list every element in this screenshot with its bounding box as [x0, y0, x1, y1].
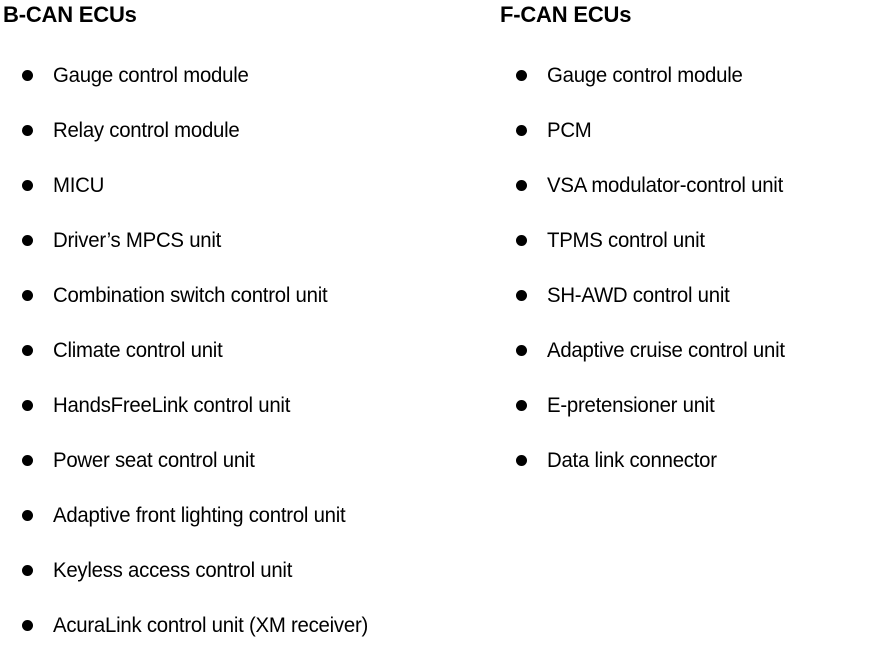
filled-circle-bullet-icon — [22, 180, 33, 191]
list-item: Data link connector — [500, 433, 880, 488]
fcan-ecu-column: F-CAN ECUs Gauge control module PCM VSA … — [500, 0, 880, 472]
filled-circle-bullet-icon — [516, 180, 527, 191]
ecu-list-page: B-CAN ECUs Gauge control module Relay co… — [3, 0, 880, 637]
list-item-label: TPMS control unit — [547, 228, 705, 252]
list-item-label: Combination switch control unit — [53, 283, 328, 307]
list-item-label: AcuraLink control unit (XM receiver) — [53, 613, 369, 637]
filled-circle-bullet-icon — [516, 345, 527, 356]
list-item: Power seat control unit — [3, 433, 493, 488]
filled-circle-bullet-icon — [516, 455, 527, 466]
list-item: Gauge control module — [500, 48, 880, 103]
list-item-label: MICU — [53, 173, 105, 197]
list-item: SH-AWD control unit — [500, 268, 880, 323]
list-item: PCM — [500, 103, 880, 158]
list-item: HandsFreeLink control unit — [3, 378, 493, 433]
filled-circle-bullet-icon — [22, 290, 33, 301]
fcan-column-title: F-CAN ECUs — [500, 2, 632, 27]
filled-circle-bullet-icon — [22, 400, 33, 411]
filled-circle-bullet-icon — [22, 345, 33, 356]
list-item-label: Driver’s MPCS unit — [53, 228, 222, 252]
filled-circle-bullet-icon — [516, 235, 527, 246]
list-item: Adaptive cruise control unit — [500, 323, 880, 378]
list-item-label: Keyless access control unit — [53, 558, 293, 582]
filled-circle-bullet-icon — [22, 455, 33, 466]
filled-circle-bullet-icon — [22, 620, 33, 631]
filled-circle-bullet-icon — [516, 125, 527, 136]
filled-circle-bullet-icon — [22, 70, 33, 81]
list-item: VSA modulator-control unit — [500, 158, 880, 213]
bcan-column-title: B-CAN ECUs — [3, 2, 137, 27]
bcan-ecu-list: Gauge control module Relay control modul… — [3, 48, 493, 653]
list-item: AcuraLink control unit (XM receiver) — [3, 598, 493, 653]
list-item-label: SH-AWD control unit — [547, 283, 730, 307]
list-item-label: Data link connector — [547, 448, 717, 472]
list-item-label: Climate control unit — [53, 338, 223, 362]
list-item-label: VSA modulator-control unit — [547, 173, 783, 197]
filled-circle-bullet-icon — [22, 235, 33, 246]
list-item: Gauge control module — [3, 48, 493, 103]
filled-circle-bullet-icon — [516, 70, 527, 81]
list-item: Adaptive front lighting control unit — [3, 488, 493, 543]
list-item-label: Relay control module — [53, 118, 240, 142]
list-item: Keyless access control unit — [3, 543, 493, 598]
list-item-label: Gauge control module — [547, 63, 743, 87]
list-item: Climate control unit — [3, 323, 493, 378]
filled-circle-bullet-icon — [516, 400, 527, 411]
list-item: Driver’s MPCS unit — [3, 213, 493, 268]
filled-circle-bullet-icon — [22, 510, 33, 521]
list-item-label: E-pretensioner unit — [547, 393, 715, 417]
list-item-label: PCM — [547, 118, 592, 142]
list-item-label: Adaptive cruise control unit — [547, 338, 785, 362]
list-item: E-pretensioner unit — [500, 378, 880, 433]
list-item: Combination switch control unit — [3, 268, 493, 323]
filled-circle-bullet-icon — [22, 125, 33, 136]
list-item-label: Power seat control unit — [53, 448, 255, 472]
bcan-ecu-column: B-CAN ECUs Gauge control module Relay co… — [3, 0, 493, 637]
list-item: MICU — [3, 158, 493, 213]
list-item-label: HandsFreeLink control unit — [53, 393, 291, 417]
list-item-label: Adaptive front lighting control unit — [53, 503, 346, 527]
filled-circle-bullet-icon — [516, 290, 527, 301]
fcan-ecu-list: Gauge control module PCM VSA modulator-c… — [500, 48, 880, 488]
list-item: Relay control module — [3, 103, 493, 158]
list-item-label: Gauge control module — [53, 63, 249, 87]
filled-circle-bullet-icon — [22, 565, 33, 576]
list-item: TPMS control unit — [500, 213, 880, 268]
